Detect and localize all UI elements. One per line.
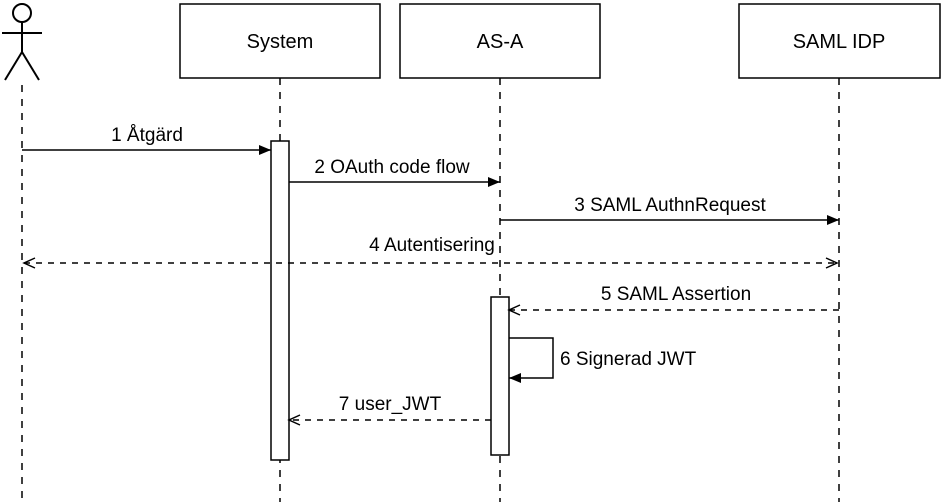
activation-bar-as-a: [490, 296, 510, 456]
message-5: 5 SAML Assertion: [507, 284, 839, 316]
actor-leg-right: [21, 51, 40, 81]
actor-head: [12, 3, 32, 23]
message-4: 4 Autentisering: [22, 235, 839, 269]
participant-box-as-a: [399, 3, 601, 79]
actor-leg-left: [4, 51, 23, 81]
participant-box-saml-idp: [738, 3, 941, 79]
participant-system: System: [179, 3, 381, 79]
participant-label-as-a: AS-A: [477, 31, 524, 53]
actor-icon: [2, 3, 42, 81]
message-1-label: 1 Åtgärd: [111, 125, 183, 146]
participant-box-system: [179, 3, 381, 79]
message-1: 1 Åtgärd: [22, 125, 271, 155]
message-7: 7 user_JWT: [287, 394, 491, 426]
participant-saml-idp: SAML IDP: [738, 3, 941, 79]
message-5-label: 5 SAML Assertion: [601, 284, 751, 305]
participant-as-a: AS-A: [399, 3, 601, 79]
message-3-label: 3 SAML AuthnRequest: [574, 195, 766, 216]
participant-label-system: System: [247, 31, 314, 53]
message-6: 6 Signerad JWT: [509, 337, 697, 383]
message-6-label: 6 Signerad JWT: [560, 349, 697, 370]
message-2-label: 2 OAuth code flow: [314, 157, 470, 178]
message-4-label: 4 Autentisering: [369, 235, 495, 256]
message-2: 2 OAuth code flow: [289, 157, 500, 187]
message-3: 3 SAML AuthnRequest: [500, 195, 839, 225]
participant-label-saml-idp: SAML IDP: [793, 31, 886, 53]
message-7-label: 7 user_JWT: [339, 394, 442, 415]
message-6-arrow: [509, 337, 554, 383]
activation-bar-system: [270, 140, 290, 461]
